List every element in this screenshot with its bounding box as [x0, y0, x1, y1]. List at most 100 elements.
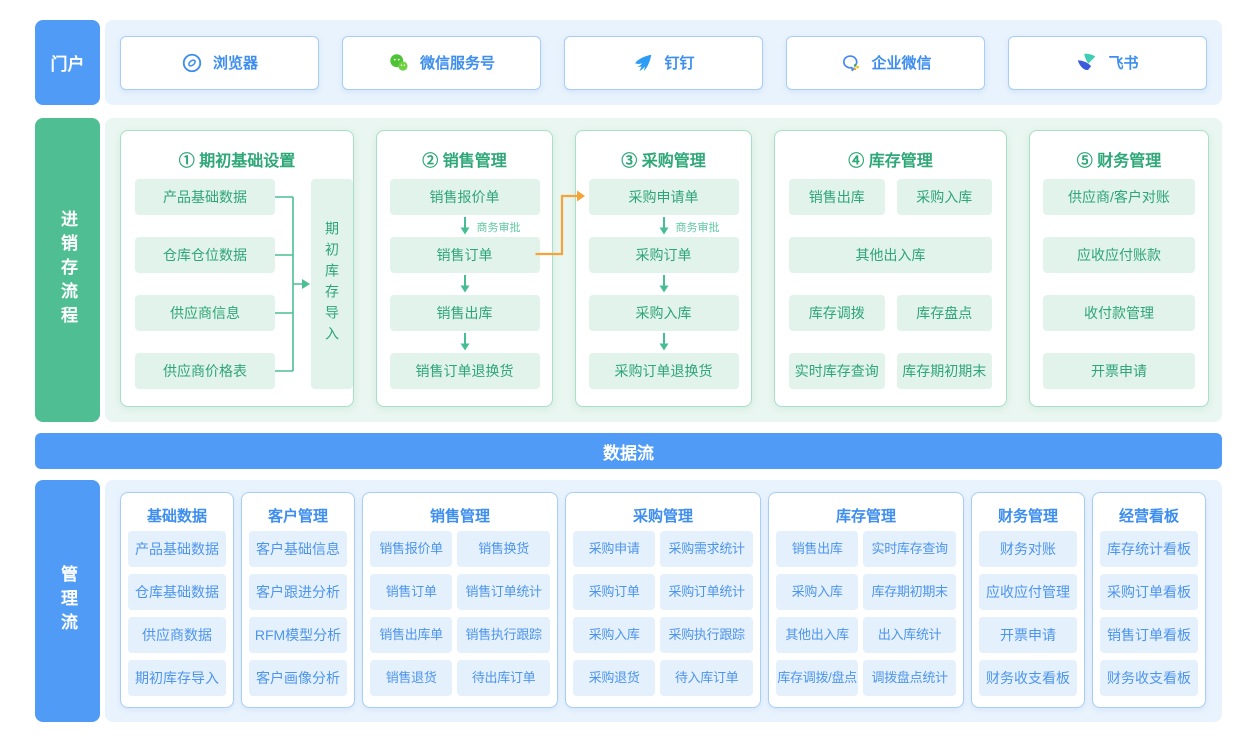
mgmt-card-purchase: 采购管理采购申请采购需求统计采购订单采购订单统计采购入库采购执行跟踪采购退货待入… [565, 492, 761, 708]
mgmt-card-grid: 库存统计看板采购订单看板销售订单看板财务收支看板 [1093, 531, 1205, 696]
down-arrow-icon [659, 333, 668, 351]
mgmt-item-chip: 客户基础信息 [249, 531, 347, 567]
mgmt-item-chip: 采购申请 [573, 531, 656, 567]
feishu-icon [1076, 52, 1098, 74]
flow-container: ① 期初基础设置 产品基础数据 仓库仓位数据 供应商信息 供应商价格表 期初库存… [105, 118, 1222, 422]
flow-card-purchase: ③ 采购管理 采购申请单 商务审批 采购订单 采购入库 采购订单退换 [575, 130, 752, 407]
portal-band: 门户 浏览器 微信服务号 钉钉 [35, 20, 1222, 105]
flow-step-chip: 销售订单退换货 [389, 353, 540, 389]
flow-card-setup: ① 期初基础设置 产品基础数据 仓库仓位数据 供应商信息 供应商价格表 期初库存… [120, 130, 354, 407]
mgmt-item-chip: 供应商数据 [128, 617, 226, 653]
setup-item-chip: 产品基础数据 [135, 179, 275, 215]
flow-card-title: ④ 库存管理 [848, 153, 933, 170]
flow-card-title: ① 期初基础设置 [178, 153, 296, 170]
flow-side-label-text: 进销存流程 [58, 210, 77, 330]
flow-card-inventory: ④ 库存管理 销售出库 采购入库 其他出入库 库存调拨 库存盘点 实时库存查询 … [774, 130, 1007, 407]
setup-target-chip: 期初库存导入 [311, 179, 353, 389]
mgmt-card-title: 客户管理 [267, 508, 328, 525]
mgmt-card-inventory: 库存管理销售出库实时库存查询采购入库库存期初期末其他出入库出入库统计库存调拨/盘… [768, 492, 964, 708]
mgmt-item-chip: 销售报价单 [370, 531, 453, 567]
inventory-item-chip: 采购入库 [896, 179, 992, 215]
mgmt-item-chip: 待出库订单 [457, 660, 550, 696]
mgmt-item-chip: 其他出入库 [776, 617, 859, 653]
setup-body: 产品基础数据 仓库仓位数据 供应商信息 供应商价格表 期初库存导入 [121, 179, 353, 389]
mgmt-item-chip: 库存统计看板 [1100, 531, 1198, 567]
portal-app-dingtalk: 钉钉 [564, 35, 763, 90]
mgmt-item-chip: 库存期初期末 [863, 574, 956, 610]
flow-step-chip: 销售出库 [389, 295, 540, 331]
inventory-item-chip: 其他出入库 [789, 237, 992, 273]
mgmt-card-title: 经营看板 [1118, 508, 1179, 525]
flow-step-chip: 采购订单退换货 [588, 353, 739, 389]
approval-label: 商务审批 [476, 222, 521, 234]
mgmt-item-chip: 销售订单 [370, 574, 453, 610]
mgmt-card-grid: 采购申请采购需求统计采购订单采购订单统计采购入库采购执行跟踪采购退货待入库订单 [566, 531, 760, 696]
inventory-item-chip: 实时库存查询 [789, 353, 885, 389]
flow-card-finance: ⑤ 财务管理 供应商/客户对账 应收应付账款 收付款管理 开票申请 [1029, 130, 1209, 407]
mgmt-item-chip: 开票申请 [979, 617, 1077, 653]
mgmt-item-chip: 销售出库 [776, 531, 859, 567]
inventory-item-chip: 库存期初期末 [896, 353, 992, 389]
down-arrow-icon [460, 333, 469, 351]
mgmt-item-chip: 财务收支看板 [1100, 660, 1198, 696]
portal-container: 浏览器 微信服务号 钉钉 企业微信 [105, 20, 1222, 105]
flow-card-title: ⑤ 财务管理 [1076, 153, 1162, 170]
management-band: 管理流 基础数据产品基础数据仓库基础数据供应商数据期初库存导入 客户管理客户基础信… [35, 480, 1222, 722]
mgmt-item-chip: 采购订单统计 [660, 574, 753, 610]
flow-step-chip: 销售订单 [389, 237, 540, 273]
flow-band: 进销存流程 ① 期初基础设置 产品基础数据 仓库仓位数据 供应商信息 供应商价格… [35, 118, 1222, 422]
portal-app-label: 微信服务号 [419, 55, 495, 72]
portal-app-label: 飞书 [1108, 55, 1139, 72]
mgmt-card-sales: 销售管理销售报价单销售换货销售订单销售订单统计销售出库单销售执行跟踪销售退货待出… [362, 492, 558, 708]
inventory-item-chip: 销售出库 [789, 179, 885, 215]
sales-steps: 销售报价单 商务审批 销售订单 销售出库 销售订单退换货 [389, 179, 540, 389]
mgmt-card-grid: 销售报价单销售换货销售订单销售订单统计销售出库单销售执行跟踪销售退货待出库订单 [363, 531, 557, 696]
flow-arrow-row [589, 331, 739, 353]
down-arrow-icon [659, 275, 668, 293]
mgmt-item-chip: 应收应付管理 [979, 574, 1077, 610]
flow-step-chip: 采购入库 [588, 295, 739, 331]
mgmt-item-chip: 采购入库 [573, 617, 656, 653]
portal-side-label: 门户 [35, 20, 100, 105]
mgmt-item-chip: 采购入库 [776, 574, 859, 610]
portal-side-label-text: 门户 [50, 55, 85, 74]
mgmt-item-chip: 销售订单统计 [457, 574, 550, 610]
mgmt-card-grid: 产品基础数据仓库基础数据供应商数据期初库存导入 [121, 531, 233, 696]
mgmt-card-title: 采购管理 [632, 508, 693, 525]
mgmt-item-chip: 销售换货 [457, 531, 550, 567]
setup-items: 产品基础数据 仓库仓位数据 供应商信息 供应商价格表 [135, 179, 275, 389]
mgmt-item-chip: 产品基础数据 [128, 531, 226, 567]
mgmt-item-chip: 采购执行跟踪 [660, 617, 753, 653]
portal-app-feishu: 飞书 [1008, 35, 1207, 90]
mgmt-item-chip: 采购退货 [573, 660, 656, 696]
mgmt-side-label-text: 管理流 [58, 565, 77, 637]
mgmt-item-chip: 采购需求统计 [660, 531, 753, 567]
flow-step-chip: 采购申请单 [588, 179, 739, 215]
mgmt-card-title: 基础数据 [146, 508, 207, 525]
mgmt-item-chip: 财务对账 [979, 531, 1077, 567]
flow-arrow-row: 商务审批 [390, 215, 540, 237]
flow-arrow-row [589, 273, 739, 295]
mgmt-item-chip: 出入库统计 [863, 617, 956, 653]
mgmt-item-chip: 客户跟进分析 [249, 574, 347, 610]
inventory-item-chip: 库存盘点 [896, 295, 992, 331]
mgmt-item-chip: 销售执行跟踪 [457, 617, 550, 653]
dingtalk-icon [632, 52, 654, 74]
portal-app-label: 浏览器 [212, 55, 258, 72]
flow-side-label: 进销存流程 [35, 118, 100, 422]
finance-items: 供应商/客户对账 应收应付账款 收付款管理 开票申请 [1030, 179, 1208, 389]
approval-label: 商务审批 [675, 222, 720, 234]
dataflow-bar-label: 数据流 [603, 443, 654, 463]
flow-step-chip: 销售报价单 [389, 179, 540, 215]
mgmt-item-chip: 实时库存查询 [863, 531, 956, 567]
finance-item-chip: 供应商/客户对账 [1043, 179, 1195, 215]
down-arrow-icon [460, 217, 469, 235]
bracket-connector-icon [275, 196, 310, 372]
mgmt-card-title: 库存管理 [835, 508, 896, 525]
mgmt-card-basic-data: 基础数据产品基础数据仓库基础数据供应商数据期初库存导入 [120, 492, 234, 708]
mgmt-card-title: 财务管理 [997, 508, 1058, 525]
inventory-item-chip: 库存调拨 [789, 295, 885, 331]
flow-arrow-row: 商务审批 [589, 215, 739, 237]
